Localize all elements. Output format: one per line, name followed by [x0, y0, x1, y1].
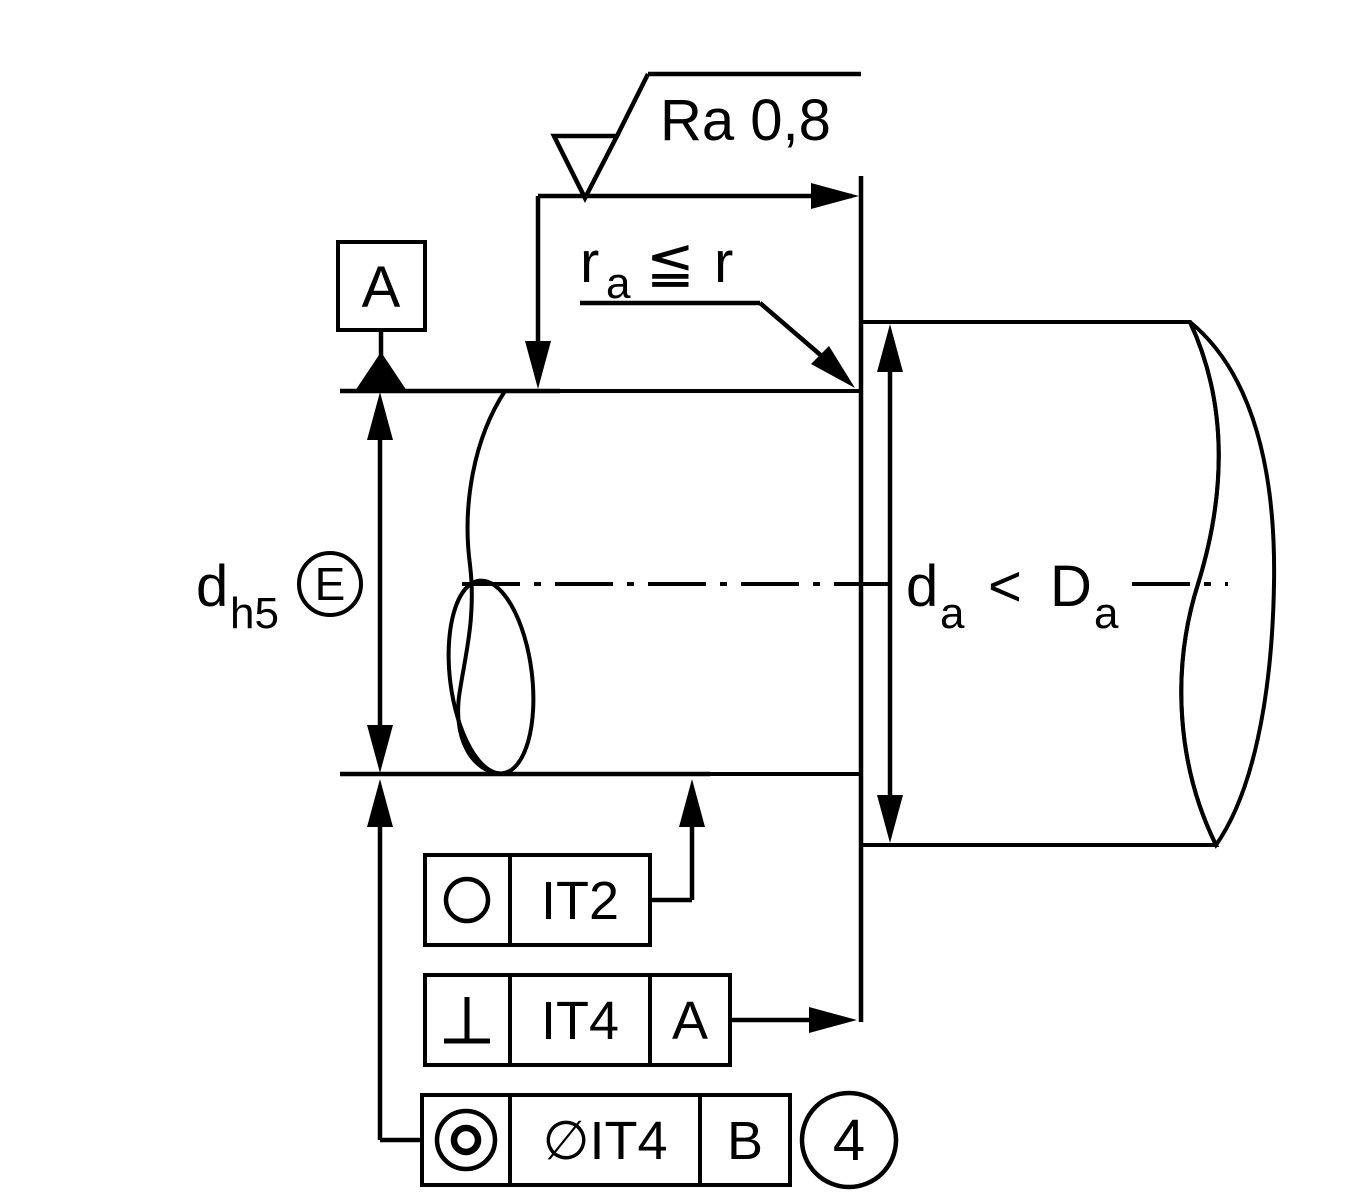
frame3-tolerance-value: ∅IT4 [542, 1111, 667, 1171]
fillet-note-sub1: a [606, 259, 631, 308]
surface-finish-label: Ra 0,8 [660, 88, 831, 153]
arrow-up-icon [367, 779, 393, 827]
datum-triangle-icon [355, 352, 407, 391]
tolerance-frame-perpendicularity: IT4 A [423, 973, 857, 1067]
fillet-note-r1: r [580, 230, 599, 295]
frame1-box [423, 853, 652, 947]
arrow-up-icon [877, 324, 903, 372]
shaft-broken-end [446, 578, 536, 776]
shaft-diameter-tolerance: h5 [230, 589, 279, 638]
fillet-note-r2: r [714, 230, 733, 295]
shaft-seat-body [456, 389, 863, 776]
shoulder-note-left-base: d [906, 554, 938, 619]
shoulder-diameter-dimension: d a < D a [877, 324, 1119, 843]
frame3-box [420, 1093, 792, 1187]
tolerance-frame-circularity: IT2 [423, 779, 705, 947]
tolerance-frame-concentricity: ∅IT4 B [420, 1093, 792, 1187]
datum-a-flag: A [336, 240, 427, 391]
arrow-down-icon [525, 341, 551, 389]
arrow-down-icon [367, 725, 393, 773]
fillet-note-operator: ≦ [646, 230, 695, 295]
arrow-up-icon [367, 392, 393, 440]
shoulder-broken-end [1179, 320, 1277, 849]
shoulder-note-right-base: D [1050, 554, 1092, 619]
surface-finish-leg [614, 72, 651, 138]
frame3-datum-ref: B [727, 1111, 763, 1171]
shaft-diameter-base: d [196, 554, 228, 619]
frame1-tolerance-value: IT2 [541, 871, 619, 931]
surface-finish-icon [550, 133, 621, 203]
balloon-number: 4 [833, 1108, 865, 1173]
fillet-leader-diagonal [758, 301, 826, 360]
shoulder-cylinder [859, 320, 1277, 849]
arrow-up-icon [679, 779, 705, 827]
item-balloon: 4 [799, 1090, 899, 1190]
balloon-circle [799, 1090, 899, 1190]
shoulder-note-operator: < [988, 554, 1022, 619]
arrow-down-icon [877, 795, 903, 843]
shaft-diameter-dimension: d h5 E [196, 392, 393, 773]
perpendicularity-icon [444, 997, 490, 1044]
envelope-label: E [315, 558, 346, 610]
frame-chain-line [367, 779, 424, 1143]
fillet-radius-note: r a ≦ r [580, 230, 855, 388]
arrow-right-icon [809, 1007, 857, 1033]
datum-label: A [362, 255, 401, 320]
arrow-diagonal-icon [811, 346, 855, 388]
concentricity-icon [434, 1108, 498, 1172]
circularity-icon [443, 876, 491, 924]
surface-finish-callout: Ra 0,8 [525, 71, 861, 389]
shoulder-note-right-sub: a [1094, 589, 1119, 638]
frame2-tolerance-value: IT4 [541, 991, 619, 1051]
frame2-datum-ref: A [672, 991, 708, 1051]
frame2-box [423, 973, 732, 1067]
envelope-icon [297, 551, 363, 617]
shoulder-note-left-sub: a [940, 589, 965, 638]
arrow-right-icon [811, 183, 859, 209]
